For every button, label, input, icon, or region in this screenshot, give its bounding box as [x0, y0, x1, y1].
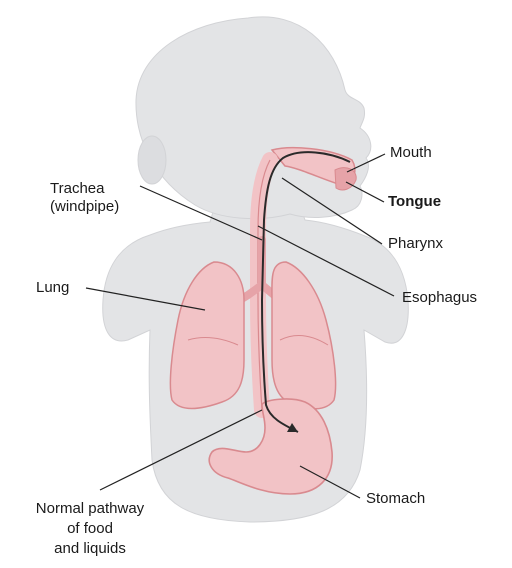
label-pathway-line3: and liquids: [10, 540, 170, 558]
label-mouth: Mouth: [390, 144, 432, 162]
ear-silhouette: [138, 136, 166, 184]
label-lung: Lung: [36, 279, 69, 297]
label-trachea-line2: (windpipe): [50, 198, 119, 216]
label-tongue: Tongue: [388, 193, 441, 211]
label-pharynx: Pharynx: [388, 235, 443, 253]
label-stomach: Stomach: [366, 490, 425, 508]
label-pathway-line1: Normal pathway: [10, 500, 170, 518]
label-esophagus: Esophagus: [402, 289, 477, 307]
label-pathway-line2: of food: [10, 520, 170, 538]
label-trachea-line1: Trachea: [50, 180, 104, 198]
